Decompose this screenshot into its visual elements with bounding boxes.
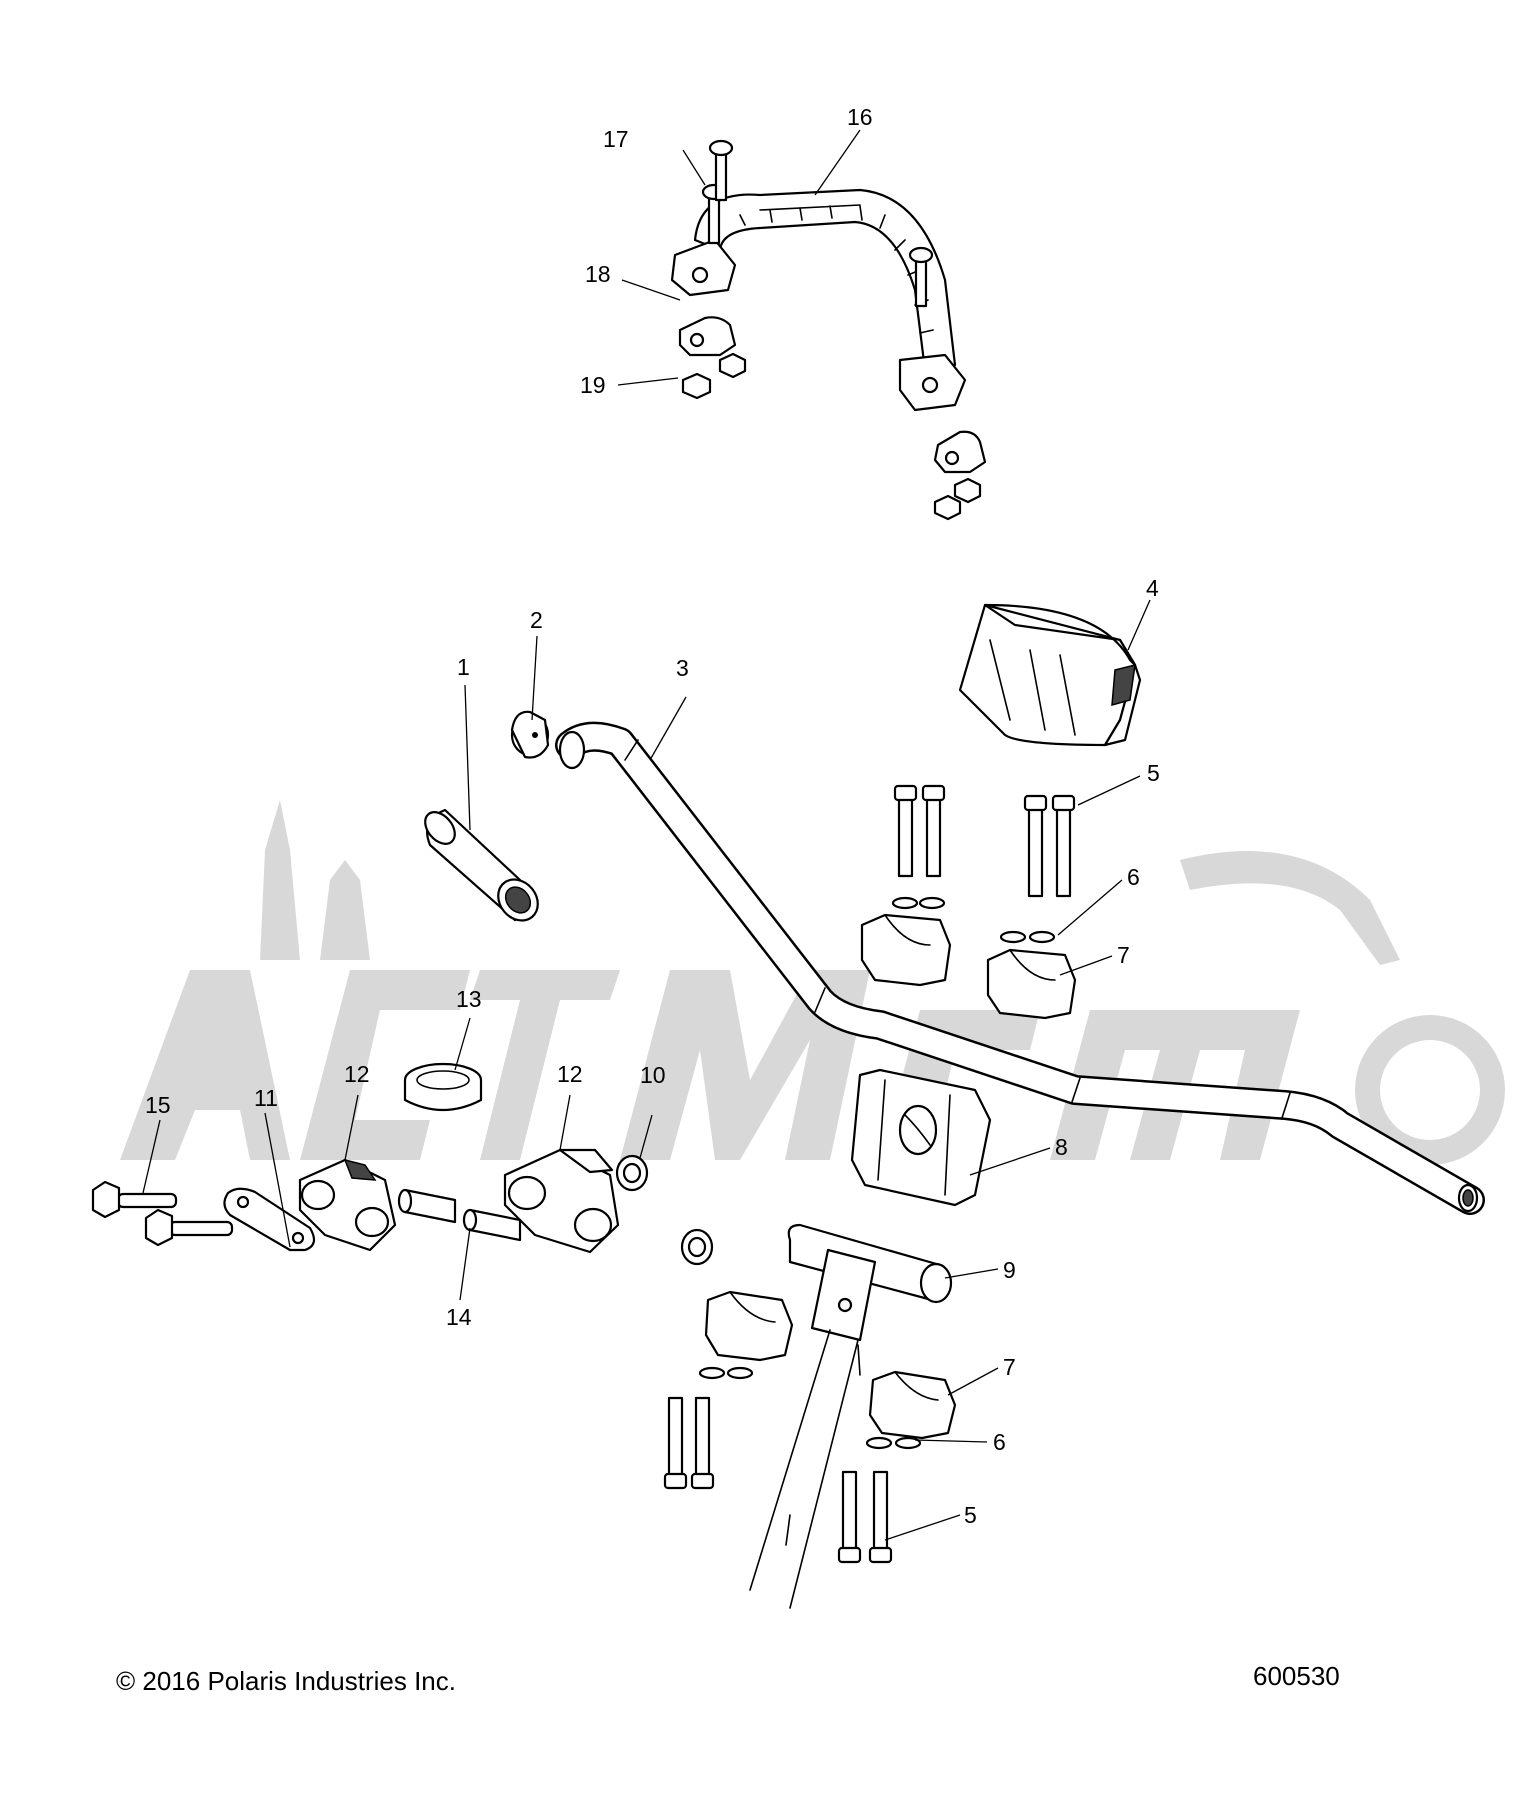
lower-clamp [933, 430, 987, 474]
callout-7-lower: 7 [1003, 1354, 1016, 1380]
bolt [1051, 794, 1076, 898]
callout-labels: 17 16 18 19 1 2 3 4 5 6 7 8 9 7 6 5 10 1… [145, 104, 1160, 1528]
callout-7-upper: 7 [1117, 942, 1130, 968]
callout-16: 16 [847, 104, 873, 130]
callout-11: 11 [254, 1085, 278, 1111]
copyright-notice: © 2016 Polaris Industries Inc. [116, 1666, 456, 1696]
grab-handle [693, 188, 957, 372]
nut [718, 352, 747, 379]
callout-6-upper: 6 [1127, 864, 1140, 890]
callout-4: 4 [1146, 575, 1159, 601]
upper-clamp [860, 913, 952, 987]
bolt [893, 784, 918, 878]
callout-2: 2 [530, 607, 543, 633]
end-cap [510, 710, 550, 759]
lower-steering-clamp [868, 1370, 957, 1440]
callout-8: 8 [1055, 1134, 1068, 1160]
grab-handle-assembly [670, 139, 987, 521]
callout-6-lower: 6 [993, 1429, 1006, 1455]
bolt [868, 1470, 893, 1564]
callout-3: 3 [676, 655, 689, 681]
callout-19: 19 [580, 372, 606, 398]
clamp-bolts-lower [663, 1396, 893, 1564]
mount-clamp-half [503, 1148, 620, 1254]
riser-block [850, 1068, 992, 1207]
callout-1: 1 [457, 654, 470, 680]
callout-18: 18 [585, 261, 611, 287]
screw [708, 139, 734, 202]
steering-post [749, 1223, 953, 1609]
callout-5-lower: 5 [964, 1502, 977, 1528]
callout-17: 17 [603, 126, 629, 152]
nut [681, 372, 712, 400]
bolt [690, 1396, 715, 1490]
callout-10: 10 [640, 1062, 666, 1088]
spacer-tube [462, 1208, 522, 1242]
callout-13: 13 [456, 986, 482, 1012]
flange-bolt [91, 1180, 178, 1219]
bolt [837, 1470, 862, 1564]
link-plate [223, 1187, 316, 1252]
callout-5-upper: 5 [1147, 760, 1160, 786]
handlebar [555, 721, 1485, 1215]
hand-grip [424, 808, 539, 922]
bolt [1023, 794, 1048, 898]
spacer-tube [397, 1188, 457, 1224]
washers-upper [891, 896, 1056, 944]
bolt [921, 784, 946, 878]
mount-clamp-half [298, 1158, 397, 1252]
figure-number: 600530 [1253, 1661, 1340, 1691]
callout-12-left: 12 [344, 1061, 370, 1087]
callout-9: 9 [1003, 1257, 1016, 1283]
flange-bolt [144, 1208, 234, 1247]
upper-clamp [986, 948, 1077, 1020]
clamp-bolts-upper [893, 784, 1076, 898]
bushing-ring [403, 1062, 483, 1112]
handlebar-pad [958, 603, 1142, 747]
lower-steering-clamp [704, 1290, 794, 1362]
nut [953, 477, 982, 504]
screw [908, 246, 934, 308]
bolt [663, 1396, 688, 1490]
flanged-bushing [680, 1228, 714, 1266]
callout-14: 14 [446, 1304, 472, 1330]
washers-lower [698, 1366, 922, 1450]
callout-12-right: 12 [557, 1061, 583, 1087]
flanged-bushing [615, 1154, 649, 1192]
nut [933, 494, 962, 521]
lower-clamp [678, 316, 737, 357]
callout-15: 15 [145, 1092, 171, 1118]
handle-left-mount [670, 238, 737, 297]
leader-lines [142, 129, 1151, 1541]
